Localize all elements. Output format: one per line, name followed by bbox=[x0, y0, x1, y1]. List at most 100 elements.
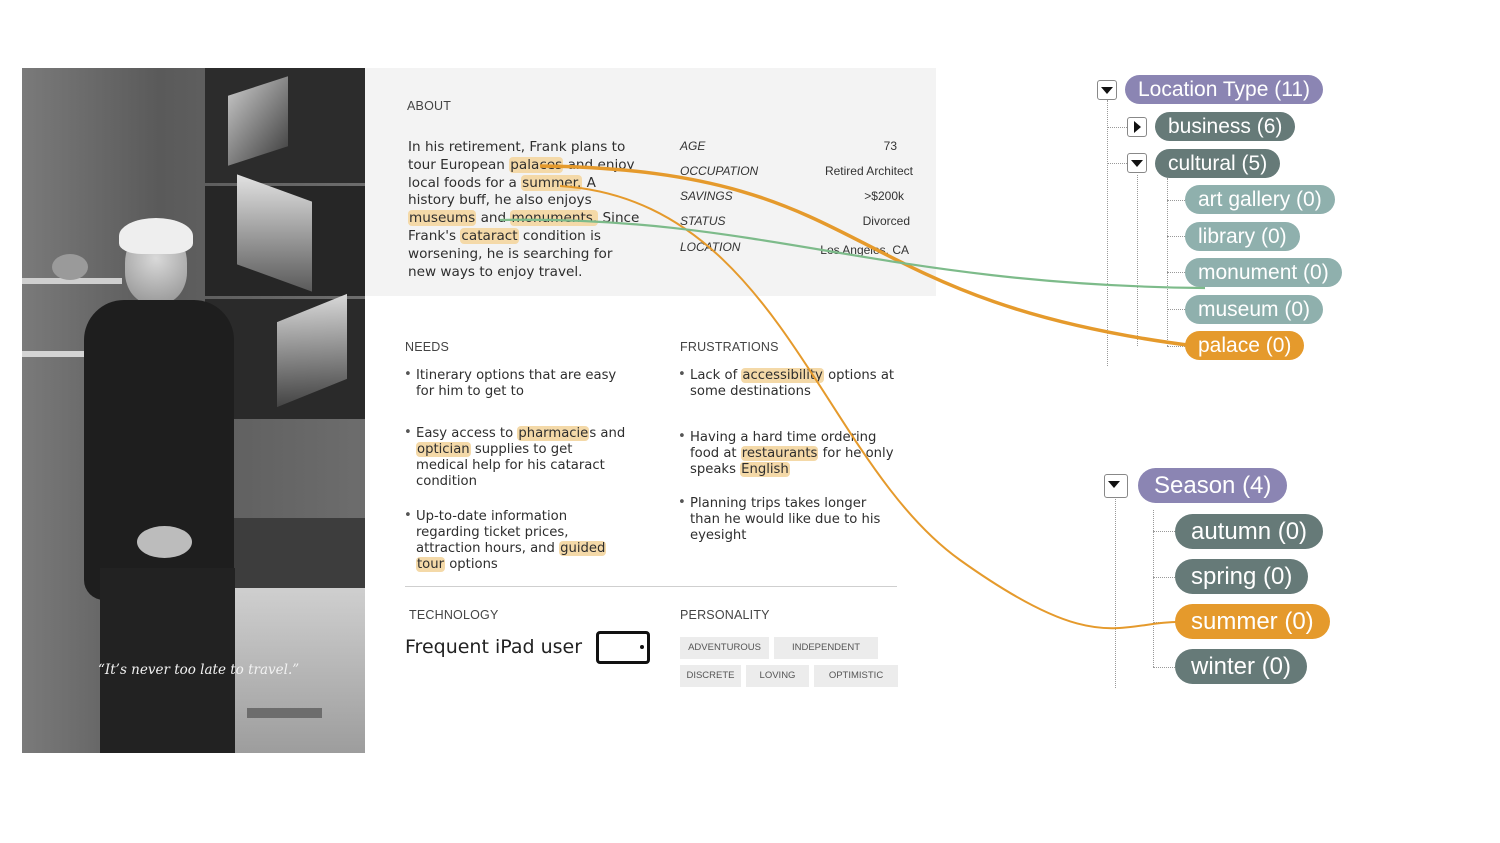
text-segment: options bbox=[445, 557, 498, 572]
text-line: optician supplies to get bbox=[416, 442, 625, 458]
text-line: Easy access to pharmacies and bbox=[416, 426, 625, 442]
node-spring[interactable]: spring (0) bbox=[1175, 559, 1309, 594]
text-line: than he would like due to his bbox=[690, 512, 880, 528]
personality-tag: INDEPENDENT bbox=[774, 637, 878, 659]
highlighted-keyword: cataract bbox=[460, 227, 519, 244]
about-heading: ABOUT bbox=[407, 99, 452, 113]
text-line: worsening, he is searching for bbox=[408, 246, 648, 264]
highlighted-keyword: pharmacie bbox=[517, 426, 590, 441]
tablet-icon bbox=[596, 631, 650, 664]
personality-heading: PERSONALITY bbox=[680, 608, 770, 622]
text-line: Lack of accessibility options at bbox=[690, 368, 894, 384]
personality-tag: ADVENTUROUS bbox=[680, 637, 769, 659]
stat-key: OCCUPATION bbox=[680, 164, 759, 178]
text-line: Itinerary options that are easy bbox=[416, 368, 616, 384]
text-segment: medical help for his cataract bbox=[416, 458, 605, 473]
text-segment: supplies to get bbox=[470, 442, 573, 457]
text-segment: than he would like due to his bbox=[690, 512, 881, 527]
highlighted-keyword: accessibility bbox=[741, 368, 824, 383]
persona-quote: “It’s never too late to travel.” bbox=[98, 662, 300, 678]
text-line: Up-to-date information bbox=[416, 509, 606, 525]
text-segment: attraction hours, and bbox=[416, 541, 560, 556]
highlighted-keyword: optician bbox=[416, 442, 471, 457]
frustrations-heading: FRUSTRATIONS bbox=[680, 340, 779, 354]
text-line: speaks English bbox=[690, 462, 894, 478]
stat-value: Divorced bbox=[862, 214, 910, 228]
text-segment: worsening, he is searching for bbox=[408, 245, 613, 262]
collapse-toggle[interactable] bbox=[1097, 80, 1117, 100]
highlighted-keyword: museums bbox=[408, 210, 477, 227]
text-segment: tour European bbox=[408, 156, 510, 173]
text-line: food at restaurants for he only bbox=[690, 446, 894, 462]
text-segment: A bbox=[582, 174, 596, 191]
node-cultural[interactable]: cultural (5) bbox=[1155, 149, 1281, 178]
stat-value: Retired Architect bbox=[824, 164, 913, 178]
highlighted-keyword: guided bbox=[559, 541, 607, 556]
text-line: regarding ticket prices, bbox=[416, 525, 606, 541]
stat-key: STATUS bbox=[680, 214, 726, 228]
node-summer[interactable]: summer (0) bbox=[1175, 604, 1330, 639]
section-divider bbox=[405, 586, 897, 587]
text-line: Frank's cataract condition is bbox=[408, 227, 648, 246]
text-line: Planning trips takes longer bbox=[690, 496, 880, 512]
text-line: some destinations bbox=[690, 384, 894, 400]
node-museum[interactable]: museum (0) bbox=[1185, 295, 1324, 324]
text-line: history buff, he also enjoys bbox=[408, 192, 648, 210]
persona-photo: “It’s never too late to travel.” bbox=[22, 68, 365, 753]
node-winter[interactable]: winter (0) bbox=[1175, 649, 1308, 684]
text-segment: some destinations bbox=[690, 384, 811, 399]
text-line: tour options bbox=[416, 557, 606, 573]
link-monuments-monument bbox=[499, 218, 1206, 290]
stat-value: 73 bbox=[883, 139, 897, 153]
stat-key: SAVINGS bbox=[680, 189, 733, 203]
highlighted-keyword: English bbox=[740, 462, 790, 477]
node-season[interactable]: Season (4) bbox=[1138, 468, 1288, 503]
text-segment: Planning trips takes longer bbox=[690, 496, 867, 511]
about-panel bbox=[365, 68, 936, 296]
node-art-gallery[interactable]: art gallery (0) bbox=[1185, 185, 1335, 214]
node-business[interactable]: business (6) bbox=[1155, 112, 1296, 141]
technology-text: Frequent iPad user bbox=[405, 636, 583, 658]
highlighted-keyword: palaces bbox=[509, 156, 564, 173]
text-segment: new ways to enjoy travel. bbox=[408, 263, 583, 280]
node-monument[interactable]: monument (0) bbox=[1185, 258, 1342, 287]
collapse-toggle[interactable] bbox=[1104, 474, 1128, 498]
text-segment: local foods for a bbox=[408, 174, 522, 191]
text-line: new ways to enjoy travel. bbox=[408, 264, 648, 282]
text-line: Having a hard time ordering bbox=[690, 430, 894, 446]
text-segment: Up-to-date information bbox=[416, 509, 568, 524]
text-segment: condition bbox=[416, 474, 477, 489]
expand-toggle[interactable] bbox=[1127, 117, 1147, 137]
text-segment: condition is bbox=[518, 227, 601, 244]
text-segment: Frank's bbox=[408, 227, 461, 244]
text-line: medical help for his cataract bbox=[416, 458, 625, 474]
node-library[interactable]: library (0) bbox=[1185, 222, 1300, 251]
node-autumn[interactable]: autumn (0) bbox=[1175, 514, 1324, 549]
collapse-toggle[interactable] bbox=[1127, 153, 1147, 173]
highlighted-keyword: monuments. bbox=[510, 210, 599, 227]
stat-value: >$200k bbox=[864, 189, 904, 203]
text-segment: In his retirement, Frank plans to bbox=[408, 139, 626, 155]
text-segment: for him to get to bbox=[416, 384, 524, 399]
text-segment: options at bbox=[823, 368, 895, 383]
link-summer-summer bbox=[559, 185, 1186, 630]
link-palaces-palace bbox=[539, 164, 1196, 348]
text-segment: speaks bbox=[690, 462, 741, 477]
text-line: for him to get to bbox=[416, 384, 616, 400]
node-location-type[interactable]: Location Type (11) bbox=[1125, 75, 1323, 104]
needs-heading: NEEDS bbox=[405, 340, 450, 354]
text-line: attraction hours, and guided bbox=[416, 541, 607, 557]
text-line: In his retirement, Frank plans to bbox=[408, 139, 648, 157]
technology-heading: TECHNOLOGY bbox=[409, 608, 499, 622]
stat-key: AGE bbox=[680, 139, 706, 153]
text-segment: Lack of bbox=[690, 368, 742, 383]
highlighted-keyword: tour bbox=[416, 557, 446, 572]
text-segment: eyesight bbox=[690, 528, 747, 543]
node-palace[interactable]: palace (0) bbox=[1185, 331, 1305, 360]
